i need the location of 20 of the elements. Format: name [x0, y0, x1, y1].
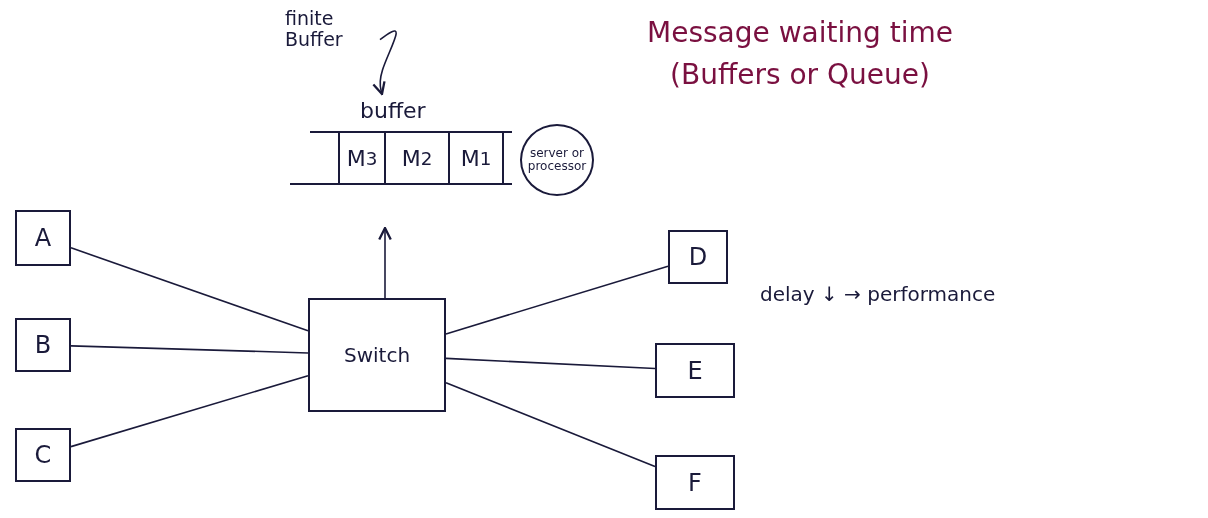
note-text: delay ↓ → performance	[760, 282, 996, 306]
terminal-box: A	[15, 210, 71, 266]
connection-line	[445, 357, 656, 370]
title: Message waiting time (Buffers or Queue)	[646, 15, 954, 93]
terminal-box: D	[668, 230, 728, 284]
terminal-box: E	[655, 343, 735, 398]
arrow	[378, 226, 392, 299]
terminal-box: B	[15, 318, 71, 372]
connection-line	[70, 345, 309, 354]
server-circle: server or processor	[520, 124, 594, 196]
connection-line	[445, 381, 656, 468]
connection-line	[445, 265, 669, 335]
terminal-box: C	[15, 428, 71, 482]
buffer-label: buffer	[360, 98, 426, 123]
switch-box: Switch	[308, 298, 446, 412]
connection-line	[70, 247, 309, 332]
annotation-text: finite Buffer	[285, 5, 380, 53]
arrow	[372, 30, 397, 96]
terminal-box: F	[655, 455, 735, 510]
connection-line	[70, 374, 309, 448]
